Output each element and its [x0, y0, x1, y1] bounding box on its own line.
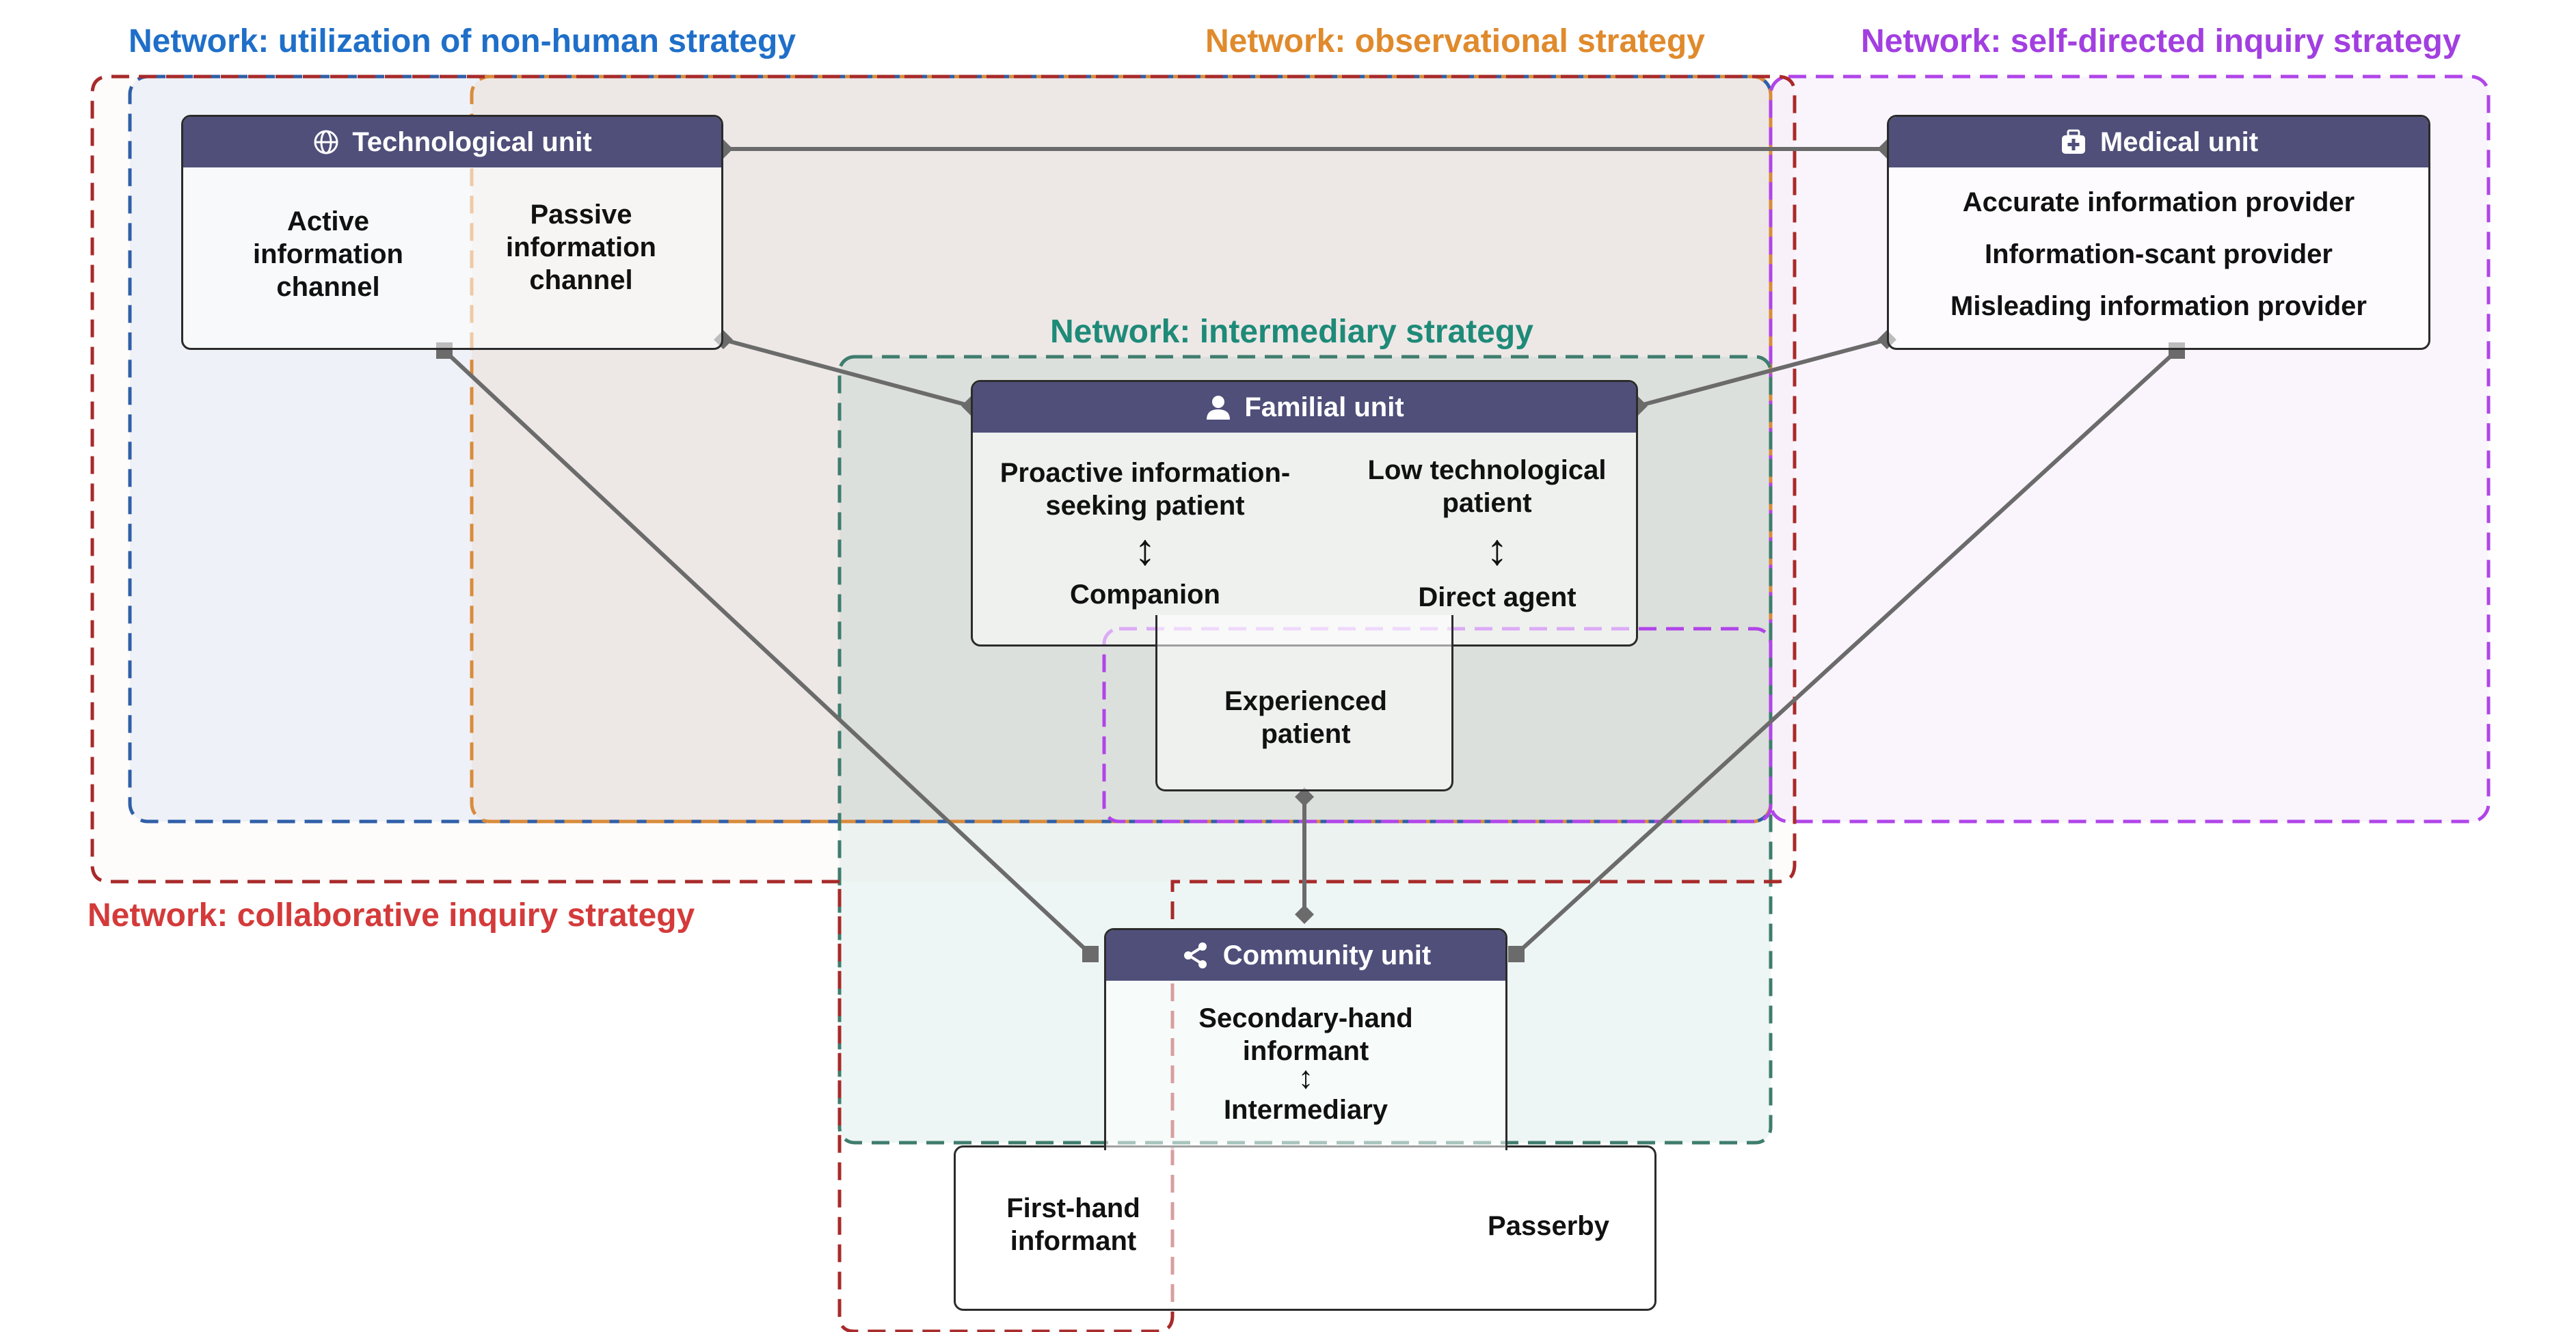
bidirectional-arrow-icon: ↕	[1298, 1059, 1314, 1095]
person-icon	[1205, 394, 1232, 421]
role-proactive-information-seeking-patient: Proactive information-seeking patient	[999, 458, 1291, 521]
role-passerby: Passerby	[1488, 1211, 1609, 1241]
role-secondary-hand-informant: Secondary-hand informant	[1198, 1003, 1413, 1066]
diamond-marker	[1295, 787, 1314, 806]
role-intermediary: Intermediary	[1223, 1095, 1388, 1125]
medical-familial-connector	[1637, 338, 1888, 408]
network-label-self-directed: Network: self-directed inquiry strategy	[1861, 23, 2461, 59]
network-label-observational: Network: observational strategy	[1205, 23, 1705, 59]
community-unit-title: Community unit	[1222, 940, 1432, 970]
square-marker	[1508, 946, 1525, 962]
familial-unit: Familial unit	[971, 380, 1638, 647]
community-unit-header: Community unit	[1106, 930, 1505, 981]
familial-unit-header: Familial unit	[973, 382, 1636, 433]
familial-unit-extension	[1155, 615, 1453, 791]
diamond-marker	[1295, 905, 1314, 924]
medical-unit-header: Medical unit	[1889, 117, 2428, 167]
network-label-intermediary: Network: intermediary strategy	[1050, 314, 1533, 350]
bidirectional-arrow-icon: ↕	[1486, 525, 1508, 574]
role-misleading-information-provider: Misleading information provider	[1950, 291, 2367, 321]
medical-kit-icon	[2059, 128, 2088, 157]
familial-unit-title: Familial unit	[1244, 392, 1404, 422]
technological-unit-title: Technological unit	[352, 126, 592, 157]
role-information-scant-provider: Information-scant provider	[1985, 239, 2333, 269]
collaborative-network-border	[90, 74, 1797, 1332]
self-directed-network-border	[1769, 74, 2491, 824]
medical-unit: Medical unit	[1887, 115, 2430, 350]
network-label-collaborative: Network: collaborative inquiry strategy	[88, 897, 695, 934]
globe-icon	[312, 128, 340, 156]
role-companion: Companion	[1070, 580, 1220, 610]
role-direct-agent: Direct agent	[1418, 582, 1577, 612]
technological-unit: Technological unit	[181, 115, 723, 350]
tech-familial-connector	[723, 338, 971, 408]
tech-community-connector	[442, 349, 1092, 956]
community-unit: Community unit	[1104, 928, 1507, 1150]
role-low-technological-patient: Low technological patient	[1367, 455, 1607, 518]
share-icon	[1181, 940, 1211, 970]
technological-unit-header: Technological unit	[183, 117, 721, 167]
community-unit-extension	[954, 1145, 1656, 1311]
square-marker	[1082, 946, 1099, 962]
medical-community-connector	[1514, 349, 2179, 956]
network-label-non-human: Network: utilization of non-human strate…	[129, 23, 796, 59]
medical-unit-title: Medical unit	[2099, 126, 2259, 157]
bidirectional-arrow-icon: ↕	[1134, 525, 1156, 574]
role-passive-information-channel: Passive information channel	[506, 200, 656, 295]
role-experienced-patient: Experienced patient	[1224, 686, 1387, 749]
role-active-information-channel: Active information channel	[253, 206, 403, 302]
role-first-hand-informant: First-hand informant	[1006, 1193, 1140, 1256]
role-accurate-information-provider: Accurate information provider	[1962, 187, 2355, 217]
